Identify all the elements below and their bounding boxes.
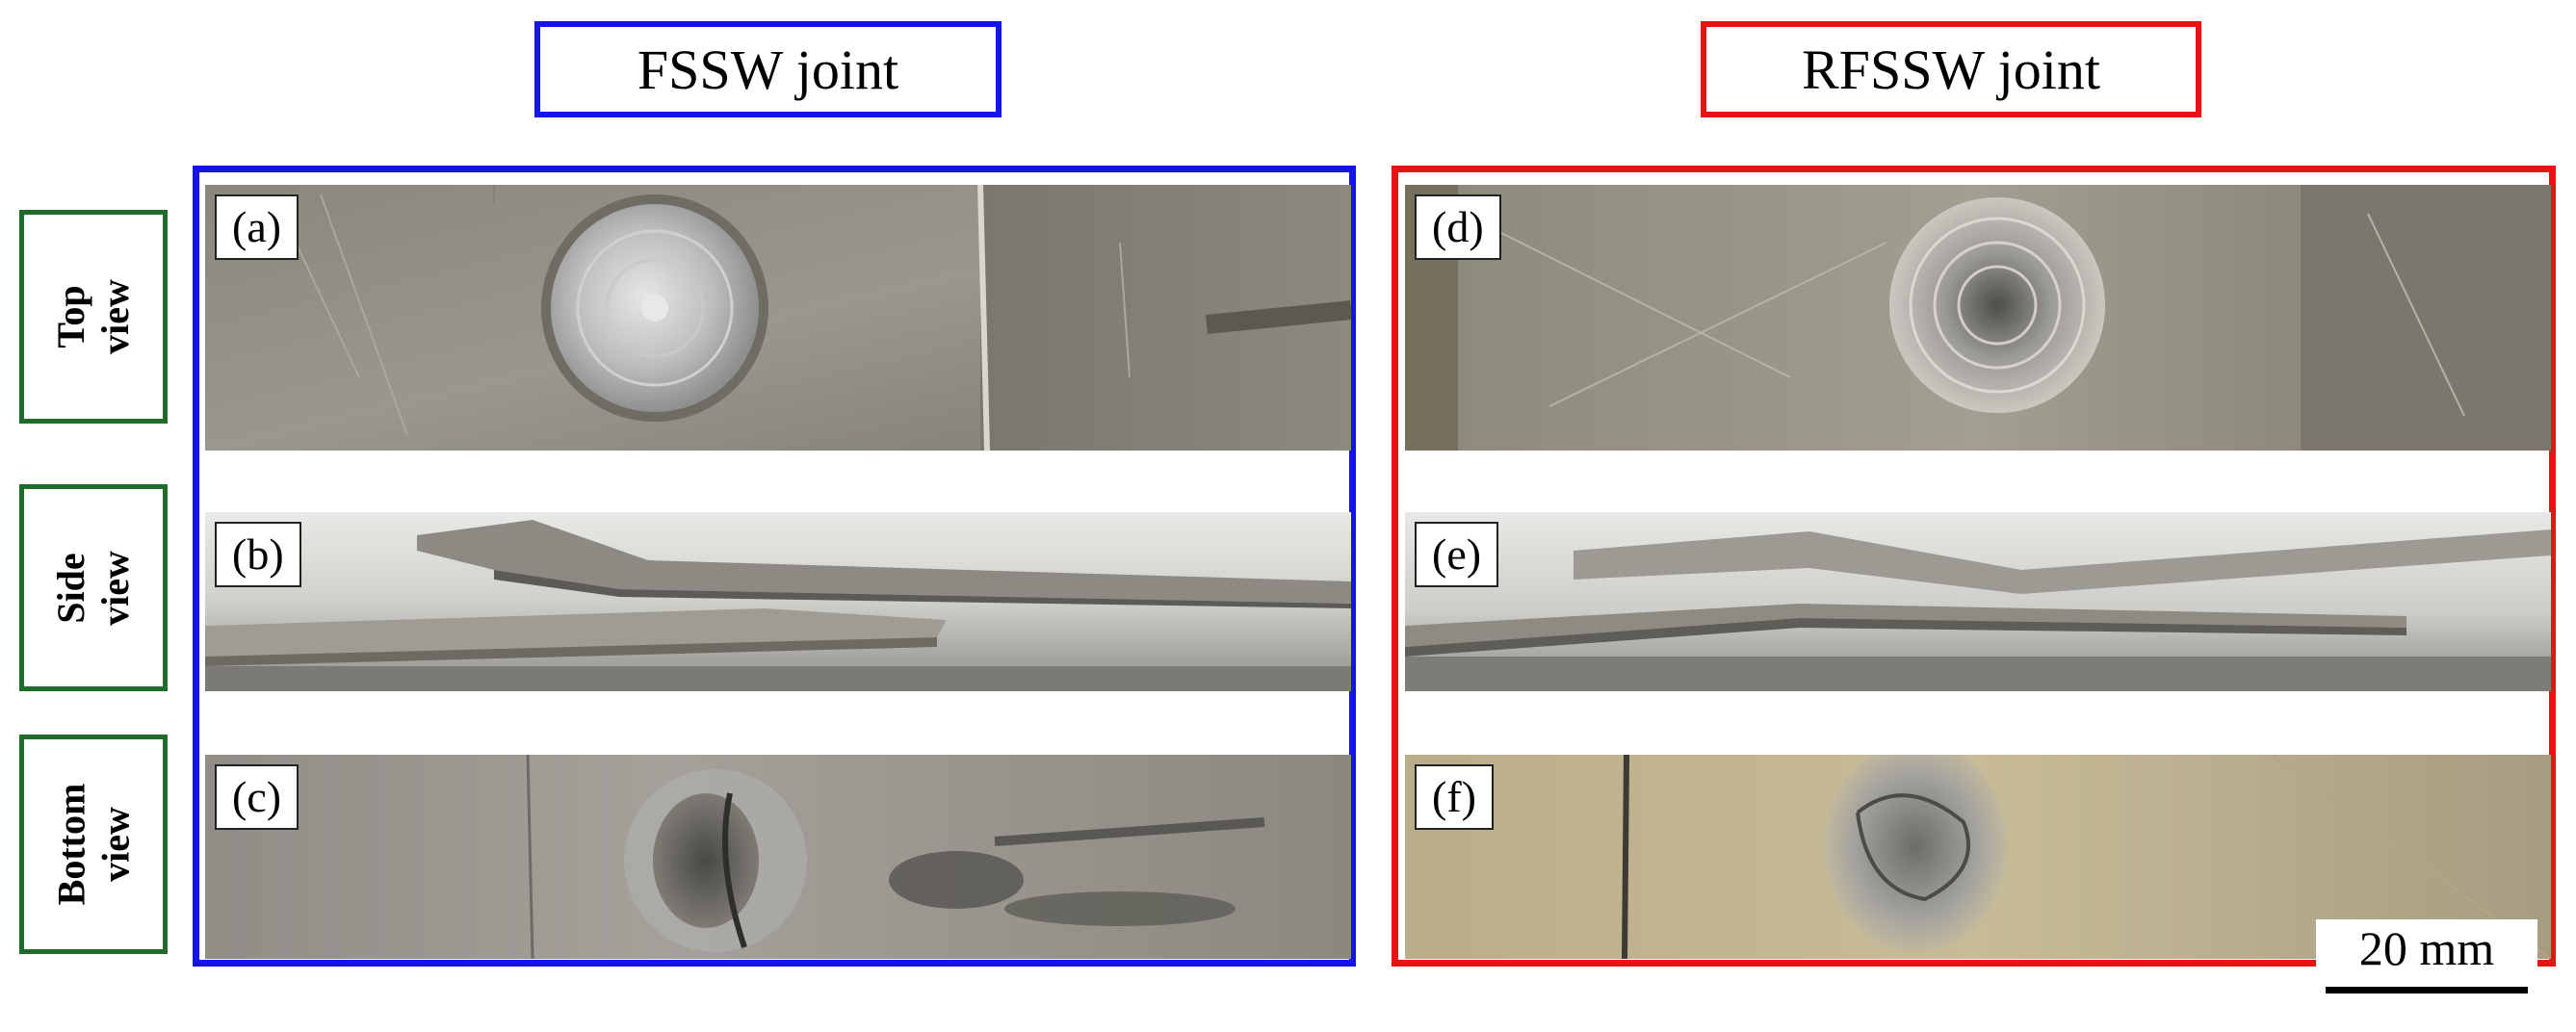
photo-fssw-top-view: (a) bbox=[205, 185, 1351, 451]
row-label-side-line2: view bbox=[92, 550, 137, 626]
scale-bar: 20 mm bbox=[2316, 919, 2537, 1001]
panel-label-b: (b) bbox=[215, 522, 301, 587]
row-label-top-view: Top view bbox=[19, 210, 168, 424]
rfssw-title: RFSSW joint bbox=[1701, 21, 2201, 117]
scale-bar-label: 20 mm bbox=[2358, 921, 2495, 975]
panel-label-a: (a) bbox=[215, 194, 299, 260]
row-label-top-line2: view bbox=[92, 279, 137, 354]
panel-label-c: (c) bbox=[215, 764, 299, 830]
panel-label-e: (e) bbox=[1415, 522, 1499, 587]
rfssw-title-text: RFSSW joint bbox=[1802, 38, 2100, 101]
row-label-bottom-view: Bottom view bbox=[19, 735, 168, 954]
row-label-top-line1: Top bbox=[48, 285, 92, 348]
scale-bar-line bbox=[2326, 987, 2528, 993]
fssw-title-text: FSSW joint bbox=[637, 38, 899, 101]
photo-rfssw-side-view: (e) bbox=[1405, 512, 2551, 691]
row-label-bottom-line1: Bottom bbox=[48, 783, 92, 906]
photo-rfssw-top-view: (d) bbox=[1405, 185, 2551, 451]
rfssw-frame: (d) (e) bbox=[1392, 166, 2556, 967]
photo-fssw-bottom-view: (c) bbox=[205, 755, 1351, 959]
fssw-frame: (a) (b) bbox=[193, 166, 1356, 967]
fssw-title: FSSW joint bbox=[534, 21, 1002, 117]
panel-label-f: (f) bbox=[1415, 764, 1494, 830]
row-label-side-view: Side view bbox=[19, 484, 168, 691]
panel-label-d: (d) bbox=[1415, 194, 1501, 260]
row-label-bottom-line2: view bbox=[92, 807, 137, 882]
photo-fssw-side-view: (b) bbox=[205, 512, 1351, 691]
row-label-side-line1: Side bbox=[48, 552, 92, 624]
